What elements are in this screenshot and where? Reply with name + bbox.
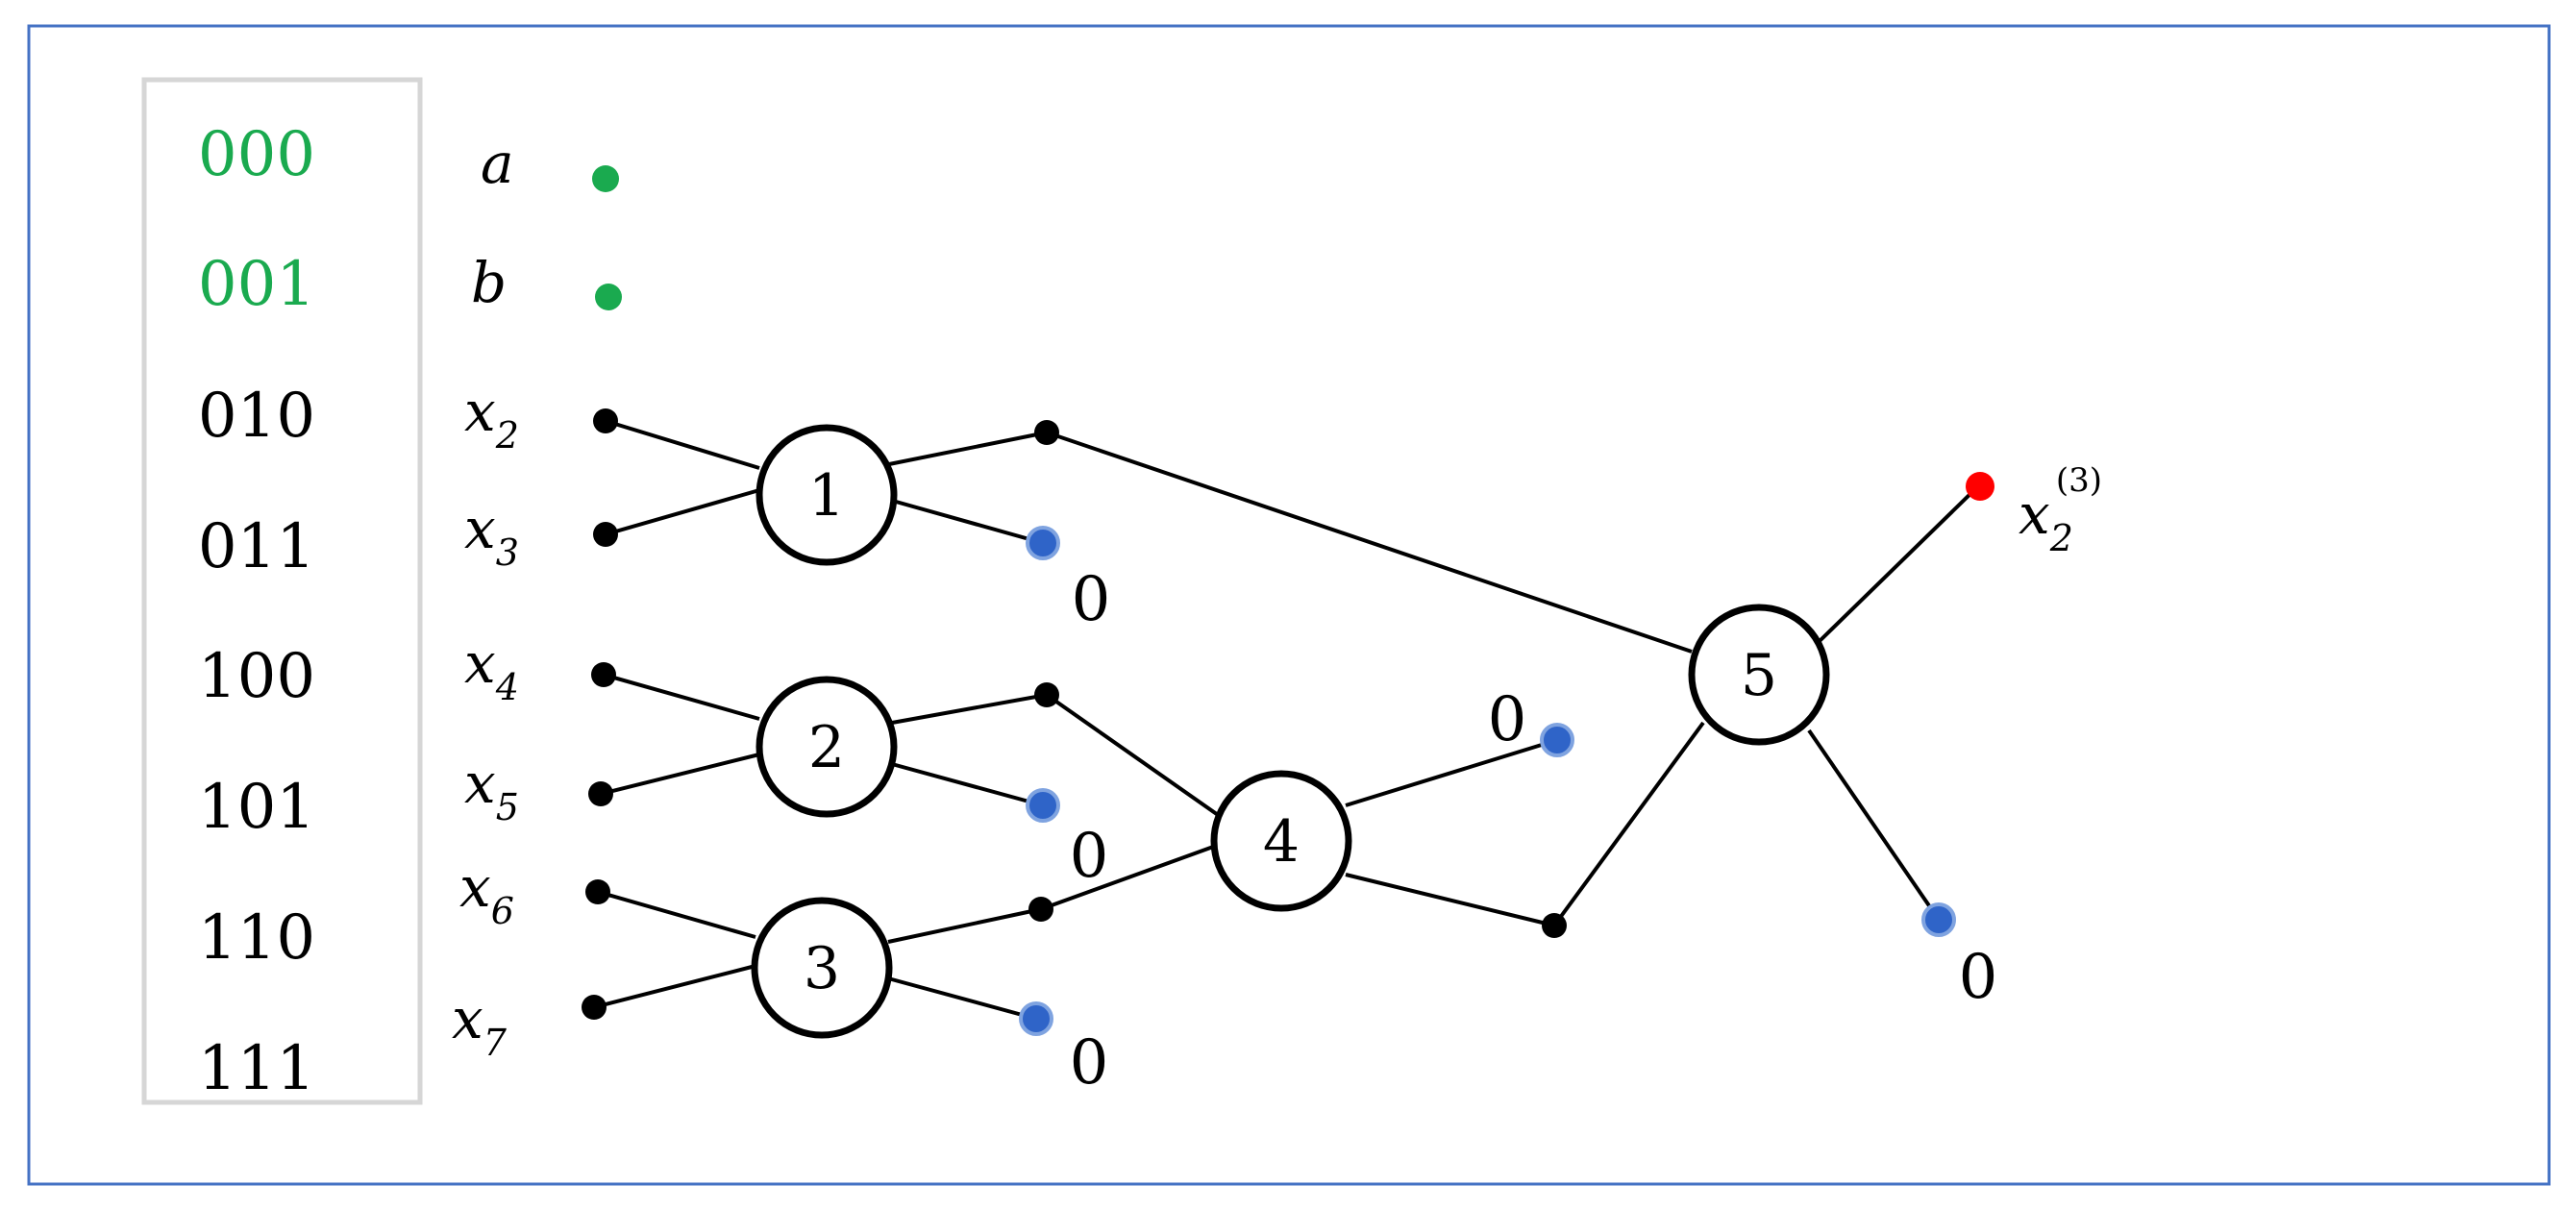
input-label-a: a bbox=[481, 131, 514, 196]
code-110: 110 bbox=[198, 902, 315, 974]
edge-node4-out-top bbox=[1345, 738, 1558, 807]
edge-x2-node1 bbox=[605, 419, 760, 470]
edge-node4-out-bottom bbox=[1345, 873, 1555, 927]
input-label-x6: x6 bbox=[459, 854, 514, 932]
edge-node4out-node5 bbox=[1552, 721, 1705, 927]
output-label: x2(3) bbox=[2019, 461, 2102, 559]
code-001: 001 bbox=[198, 249, 315, 320]
edge-node3-out-bottom bbox=[887, 976, 1037, 1021]
edge-node2-out-top bbox=[891, 693, 1048, 725]
dots bbox=[582, 165, 1994, 1036]
edge-x3-node1 bbox=[605, 488, 760, 536]
zero-dot-node5 bbox=[1921, 902, 1956, 937]
node-4-label: 4 bbox=[1263, 808, 1300, 876]
junction-dot-node4 bbox=[1542, 913, 1567, 938]
zero-dot-node4 bbox=[1540, 723, 1574, 757]
node-3-label: 3 bbox=[804, 935, 840, 1002]
edge-node3-out-top bbox=[887, 907, 1042, 944]
node-1-label: 1 bbox=[808, 462, 845, 530]
input-label-x5: x5 bbox=[464, 751, 519, 828]
input-label-x3: x3 bbox=[464, 496, 519, 574]
edge-node2-out-bottom bbox=[891, 762, 1044, 807]
node-5-label: 5 bbox=[1741, 642, 1777, 709]
edge-node3out-node4 bbox=[1040, 844, 1217, 911]
edge-x5-node2 bbox=[600, 753, 760, 796]
edge-node1out-node5 bbox=[1046, 431, 1693, 654]
node-2: 2 bbox=[755, 676, 898, 818]
node-3: 3 bbox=[751, 897, 893, 1039]
junction-dot-node2 bbox=[1034, 682, 1059, 707]
input-dot-x3 bbox=[593, 522, 618, 547]
node-2-label: 2 bbox=[808, 714, 845, 781]
code-table: 000 001 010 011 100 101 110 111 bbox=[198, 119, 315, 1104]
input-label-x2: x2 bbox=[464, 379, 519, 457]
input-labels: a b x2 x3 x4 x5 x6 x7 bbox=[452, 131, 519, 1064]
code-000: 000 bbox=[198, 119, 315, 190]
outer-frame bbox=[27, 24, 2551, 1186]
green-dot-b bbox=[595, 284, 622, 310]
code-101: 101 bbox=[198, 772, 315, 843]
edge-node5-output bbox=[1817, 484, 1980, 644]
zero-label-node3: 0 bbox=[1070, 1027, 1109, 1099]
input-label-x7: x7 bbox=[452, 986, 508, 1064]
zero-dot-node2 bbox=[1026, 788, 1060, 823]
zero-label-node1: 0 bbox=[1072, 564, 1111, 635]
zero-label-node2: 0 bbox=[1070, 821, 1109, 892]
input-dot-x4 bbox=[591, 662, 616, 687]
code-011: 011 bbox=[198, 511, 315, 582]
input-dot-x5 bbox=[588, 781, 613, 806]
code-010: 010 bbox=[198, 381, 315, 452]
junction-dot-node1 bbox=[1034, 420, 1059, 445]
edge-node1-out-bottom bbox=[888, 498, 1044, 545]
code-table-box bbox=[141, 77, 423, 1105]
code-111: 111 bbox=[198, 1033, 315, 1104]
node-4: 4 bbox=[1210, 770, 1352, 912]
output-dot-red bbox=[1966, 472, 1994, 501]
input-dot-x2 bbox=[593, 408, 618, 433]
edges bbox=[593, 419, 1980, 1021]
zero-dot-node1 bbox=[1026, 526, 1060, 560]
input-label-b: b bbox=[471, 250, 507, 315]
input-dot-x7 bbox=[582, 995, 607, 1020]
input-label-x4: x4 bbox=[464, 630, 519, 708]
node-5: 5 bbox=[1688, 604, 1830, 746]
edge-node5-out-bottom bbox=[1807, 728, 1941, 922]
zero-label-node4: 0 bbox=[1488, 684, 1527, 755]
zero-labels: 0 0 0 0 0 bbox=[1070, 564, 1998, 1099]
edge-node1-out-top bbox=[888, 431, 1048, 466]
code-100: 100 bbox=[198, 641, 315, 712]
edge-x7-node3 bbox=[593, 964, 756, 1009]
zero-dot-node3 bbox=[1019, 1001, 1053, 1036]
edge-x4-node2 bbox=[603, 673, 760, 721]
edge-node2out-node4 bbox=[1045, 693, 1223, 819]
node-1: 1 bbox=[755, 424, 898, 566]
input-dot-x6 bbox=[585, 879, 610, 904]
junction-dot-node3 bbox=[1028, 897, 1053, 922]
green-dot-a bbox=[592, 165, 619, 192]
edge-x6-node3 bbox=[597, 890, 756, 939]
nodes: 1 2 3 4 5 bbox=[751, 424, 1830, 1039]
zero-label-node5: 0 bbox=[1959, 942, 1998, 1013]
